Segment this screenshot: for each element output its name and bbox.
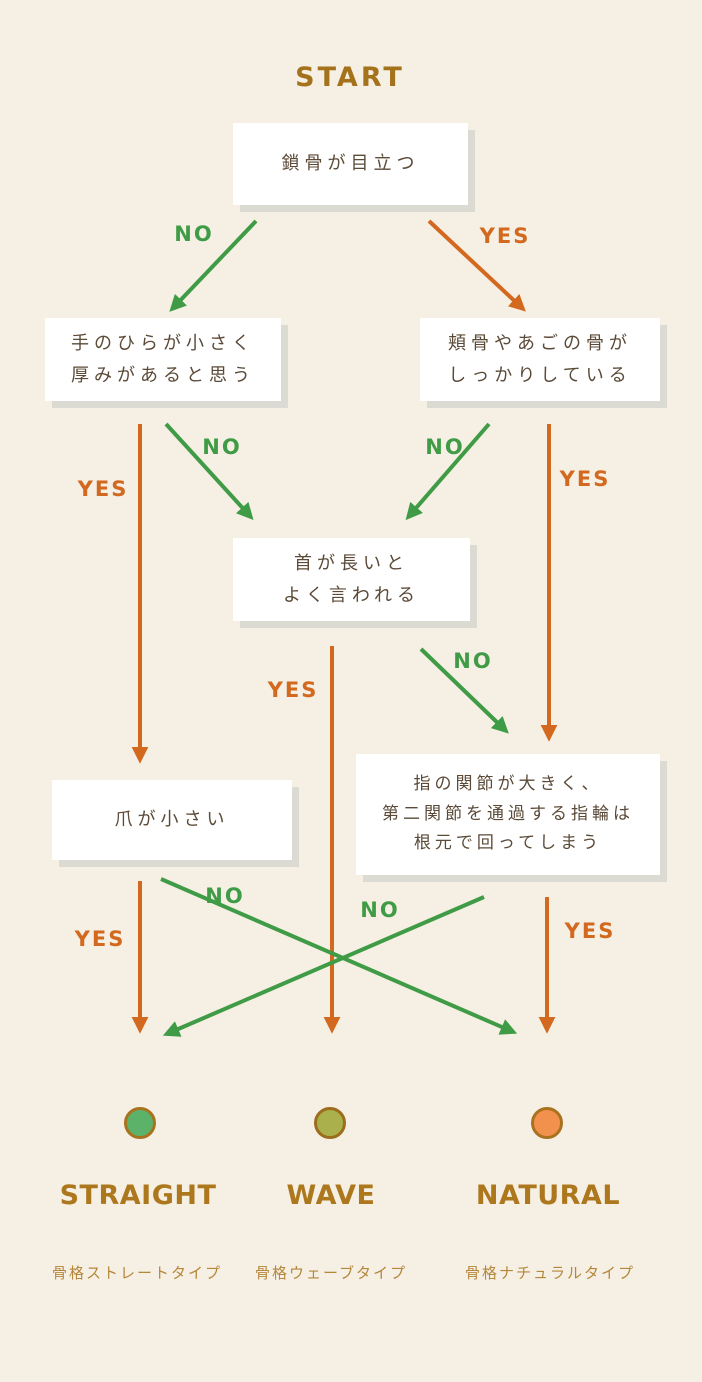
edge-label-q6-yes: YES bbox=[564, 919, 616, 943]
edge-label-q3-yes: YES bbox=[559, 467, 611, 491]
edge-label-q5-no: NO bbox=[205, 884, 245, 908]
question-text: 指の関節が大きく、 bbox=[413, 773, 603, 794]
question-box-palm: 手のひらが小さく 厚みがあると思う bbox=[45, 318, 281, 401]
edge-label-q2-no: NO bbox=[202, 435, 242, 459]
question-box-cheekbone: 頬骨やあごの骨が しっかりしている bbox=[420, 318, 660, 401]
question-text: しっかりしている bbox=[448, 364, 632, 386]
question-text: 手のひらが小さく bbox=[71, 333, 255, 354]
question-box-knuckles: 指の関節が大きく、 第二関節を通過する指輪は 根元で回ってしまう bbox=[356, 754, 660, 875]
flowchart-start-label: START bbox=[295, 62, 405, 93]
result-name-natural: NATURAL bbox=[475, 1180, 621, 1211]
result-subtitle-natural: 骨格ナチュラルタイプ bbox=[464, 1264, 636, 1282]
result-dot-natural-icon bbox=[531, 1107, 563, 1139]
edge-label-q5-yes: YES bbox=[74, 927, 126, 951]
arrow-q2-no-icon bbox=[164, 422, 254, 520]
edge-label-q4-yes: YES bbox=[267, 678, 319, 702]
arrow-q5-no-icon bbox=[160, 877, 518, 1035]
question-text: 鎖骨が目立つ bbox=[281, 153, 420, 175]
edge-label-q4-no: NO bbox=[453, 649, 493, 673]
arrow-q1-no-icon bbox=[169, 219, 258, 312]
result-dot-wave-icon bbox=[314, 1107, 346, 1139]
arrow-q1-yes-icon bbox=[427, 219, 526, 312]
question-text: 根元で回ってしまう bbox=[413, 833, 603, 854]
question-box-collarbone: 鎖骨が目立つ bbox=[233, 123, 468, 205]
question-text: 第二関節を通過する指輪は bbox=[382, 803, 634, 824]
result-name-straight: STRAIGHT bbox=[59, 1180, 217, 1211]
edge-label-q1-no: NO bbox=[174, 222, 214, 246]
arrow-q3-no-icon bbox=[405, 422, 491, 521]
question-text: 首が長いと bbox=[294, 553, 409, 574]
result-name-wave: WAVE bbox=[286, 1180, 376, 1211]
question-text: 爪が小さい bbox=[114, 809, 230, 831]
question-text: よく言われる bbox=[282, 584, 421, 606]
result-dot-straight-icon bbox=[124, 1107, 156, 1139]
arrow-q4-no-icon bbox=[419, 647, 509, 734]
result-subtitle-wave: 骨格ウェーブタイプ bbox=[254, 1264, 408, 1282]
question-text: 頬骨やあごの骨が bbox=[448, 333, 632, 354]
edge-label-q2-yes: YES bbox=[77, 477, 129, 501]
edge-label-q6-no: NO bbox=[360, 898, 400, 922]
question-box-nails: 爪が小さい bbox=[52, 780, 292, 860]
edge-label-q3-no: NO bbox=[425, 435, 465, 459]
question-text: 厚みがあると思う bbox=[71, 364, 255, 386]
edge-label-q1-yes: YES bbox=[479, 224, 531, 248]
arrow-q6-no-icon bbox=[162, 895, 485, 1037]
result-subtitle-straight: 骨格ストレートタイプ bbox=[51, 1264, 223, 1282]
question-box-neck: 首が長いと よく言われる bbox=[233, 538, 470, 621]
